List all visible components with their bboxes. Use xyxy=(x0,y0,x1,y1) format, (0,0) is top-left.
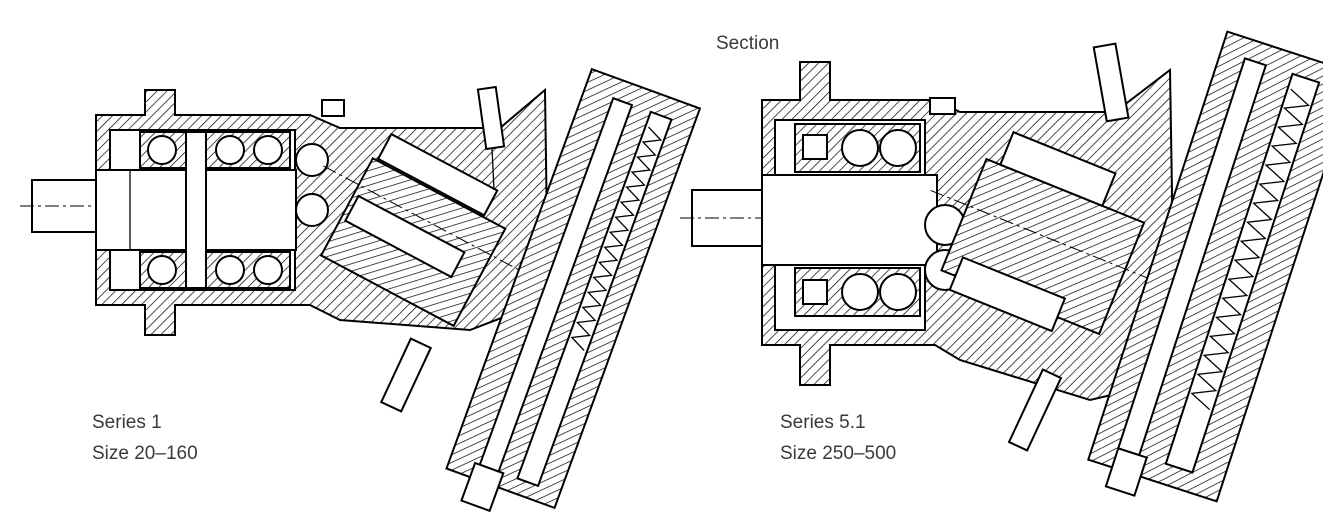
size-20-160-label: Size 20–160 xyxy=(92,443,198,464)
bleed-valve xyxy=(1092,42,1130,123)
pump-series-1-drawing xyxy=(20,67,702,513)
section-heading: Section xyxy=(716,33,779,54)
sensor xyxy=(1007,368,1063,452)
drive-shaft-stub xyxy=(691,189,763,247)
size-250-500-label: Size 250–500 xyxy=(780,443,896,464)
sensor xyxy=(379,337,433,413)
cylinder-block xyxy=(319,132,554,328)
plug xyxy=(321,99,345,117)
cylinder-block xyxy=(930,130,1172,336)
shaft xyxy=(761,174,938,266)
end-cover xyxy=(1087,30,1323,503)
bearings xyxy=(139,131,291,289)
plug xyxy=(929,97,956,115)
pump-series-5-1-drawing xyxy=(680,30,1323,503)
end-cover xyxy=(445,67,702,513)
bearings xyxy=(794,123,921,317)
series-1-label: Series 1 xyxy=(92,412,162,433)
series-5-1-label: Series 5.1 xyxy=(780,412,866,433)
bleed-valve xyxy=(476,85,506,151)
